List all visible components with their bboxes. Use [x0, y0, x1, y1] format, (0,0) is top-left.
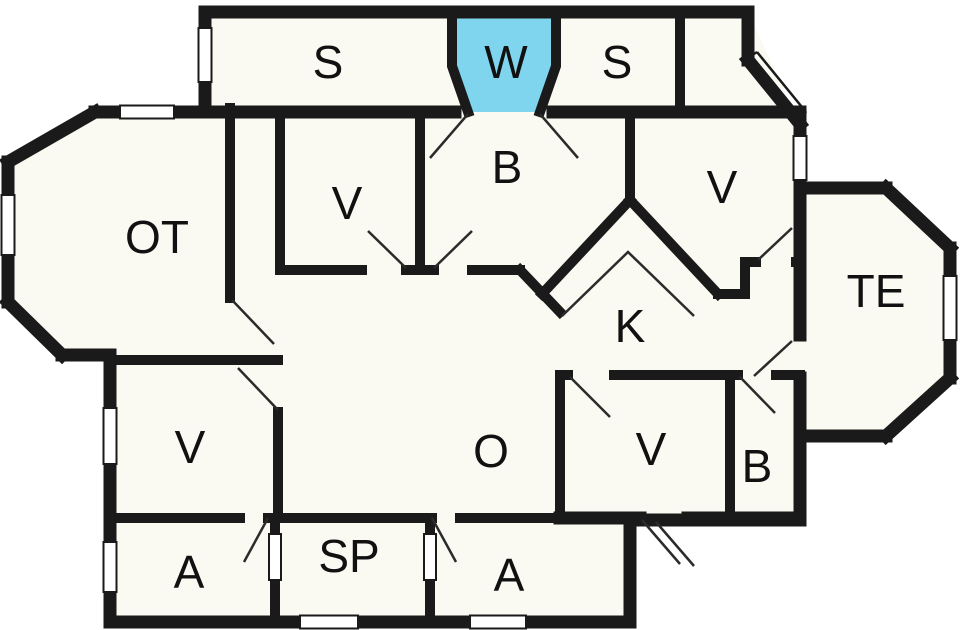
room-label-ot: OT — [125, 211, 189, 263]
window-te-right — [942, 275, 958, 341]
door-swings — [231, 113, 793, 567]
window-a2-bottom — [469, 614, 527, 630]
exterior-wall-path — [0, 5, 960, 629]
door-a2-leaf — [430, 517, 458, 563]
window-ot-top — [119, 104, 175, 120]
door-te-leaf — [753, 340, 793, 377]
door-a1-leaf — [242, 517, 270, 563]
door-exit-step-leaf-1 — [641, 519, 681, 565]
door-v2-leaf — [757, 227, 793, 261]
window-top-right-diagonal — [747, 50, 808, 124]
door-v1-leaf — [367, 230, 407, 269]
opening-sp-right-wall — [423, 533, 437, 581]
room-label-s-1: S — [313, 36, 344, 88]
room-w-highlight — [452, 12, 556, 112]
room-w — [452, 12, 556, 112]
room-label-a-2: A — [494, 549, 525, 601]
window-v3-left — [102, 407, 118, 465]
window-s1-left — [197, 27, 213, 83]
floor-te-bay — [800, 188, 950, 436]
room-label-v-3: V — [175, 421, 206, 473]
room-label-a-1: A — [174, 546, 205, 598]
room-label-w: W — [484, 36, 528, 88]
room-label-v-1: V — [332, 177, 363, 229]
room-label-b-1: B — [492, 141, 523, 193]
door-v3-leaf — [237, 367, 279, 411]
door-w-right-leaf — [539, 113, 579, 159]
window-ot-left — [0, 194, 16, 256]
door-ot-leaf — [231, 299, 275, 345]
window-a1-left — [102, 541, 118, 593]
door-b2-leaf — [739, 376, 776, 414]
room-label-b-2: B — [742, 440, 773, 492]
floor-areas — [8, 12, 950, 622]
room-label-te: TE — [847, 265, 906, 317]
door-b1-leaf — [433, 230, 473, 269]
window-markers — [0, 27, 958, 630]
door-k-double-leaves — [561, 250, 695, 317]
room-label-o: O — [473, 425, 509, 477]
room-label-k: K — [615, 300, 646, 352]
door-w-left-leaf — [429, 113, 469, 159]
window-right-upper — [792, 135, 808, 181]
room-label-v-4: V — [636, 423, 667, 475]
room-label-v-2: V — [707, 161, 738, 213]
opening-sp-left-wall — [268, 533, 282, 581]
window-sp-bottom — [299, 614, 359, 630]
room-label-sp: SP — [318, 530, 379, 582]
door-exit-step-leaf-2 — [655, 521, 695, 567]
door-v4-leaf — [569, 376, 611, 418]
exterior-walls — [0, 5, 960, 629]
floor-lower-body — [110, 355, 630, 622]
floor-ot-bay — [8, 108, 230, 355]
room-labels: S W S B V V OT TE K V O V B A SP A — [125, 36, 905, 601]
floor-top-right-corner — [748, 12, 800, 124]
room-label-s-2: S — [602, 36, 633, 88]
